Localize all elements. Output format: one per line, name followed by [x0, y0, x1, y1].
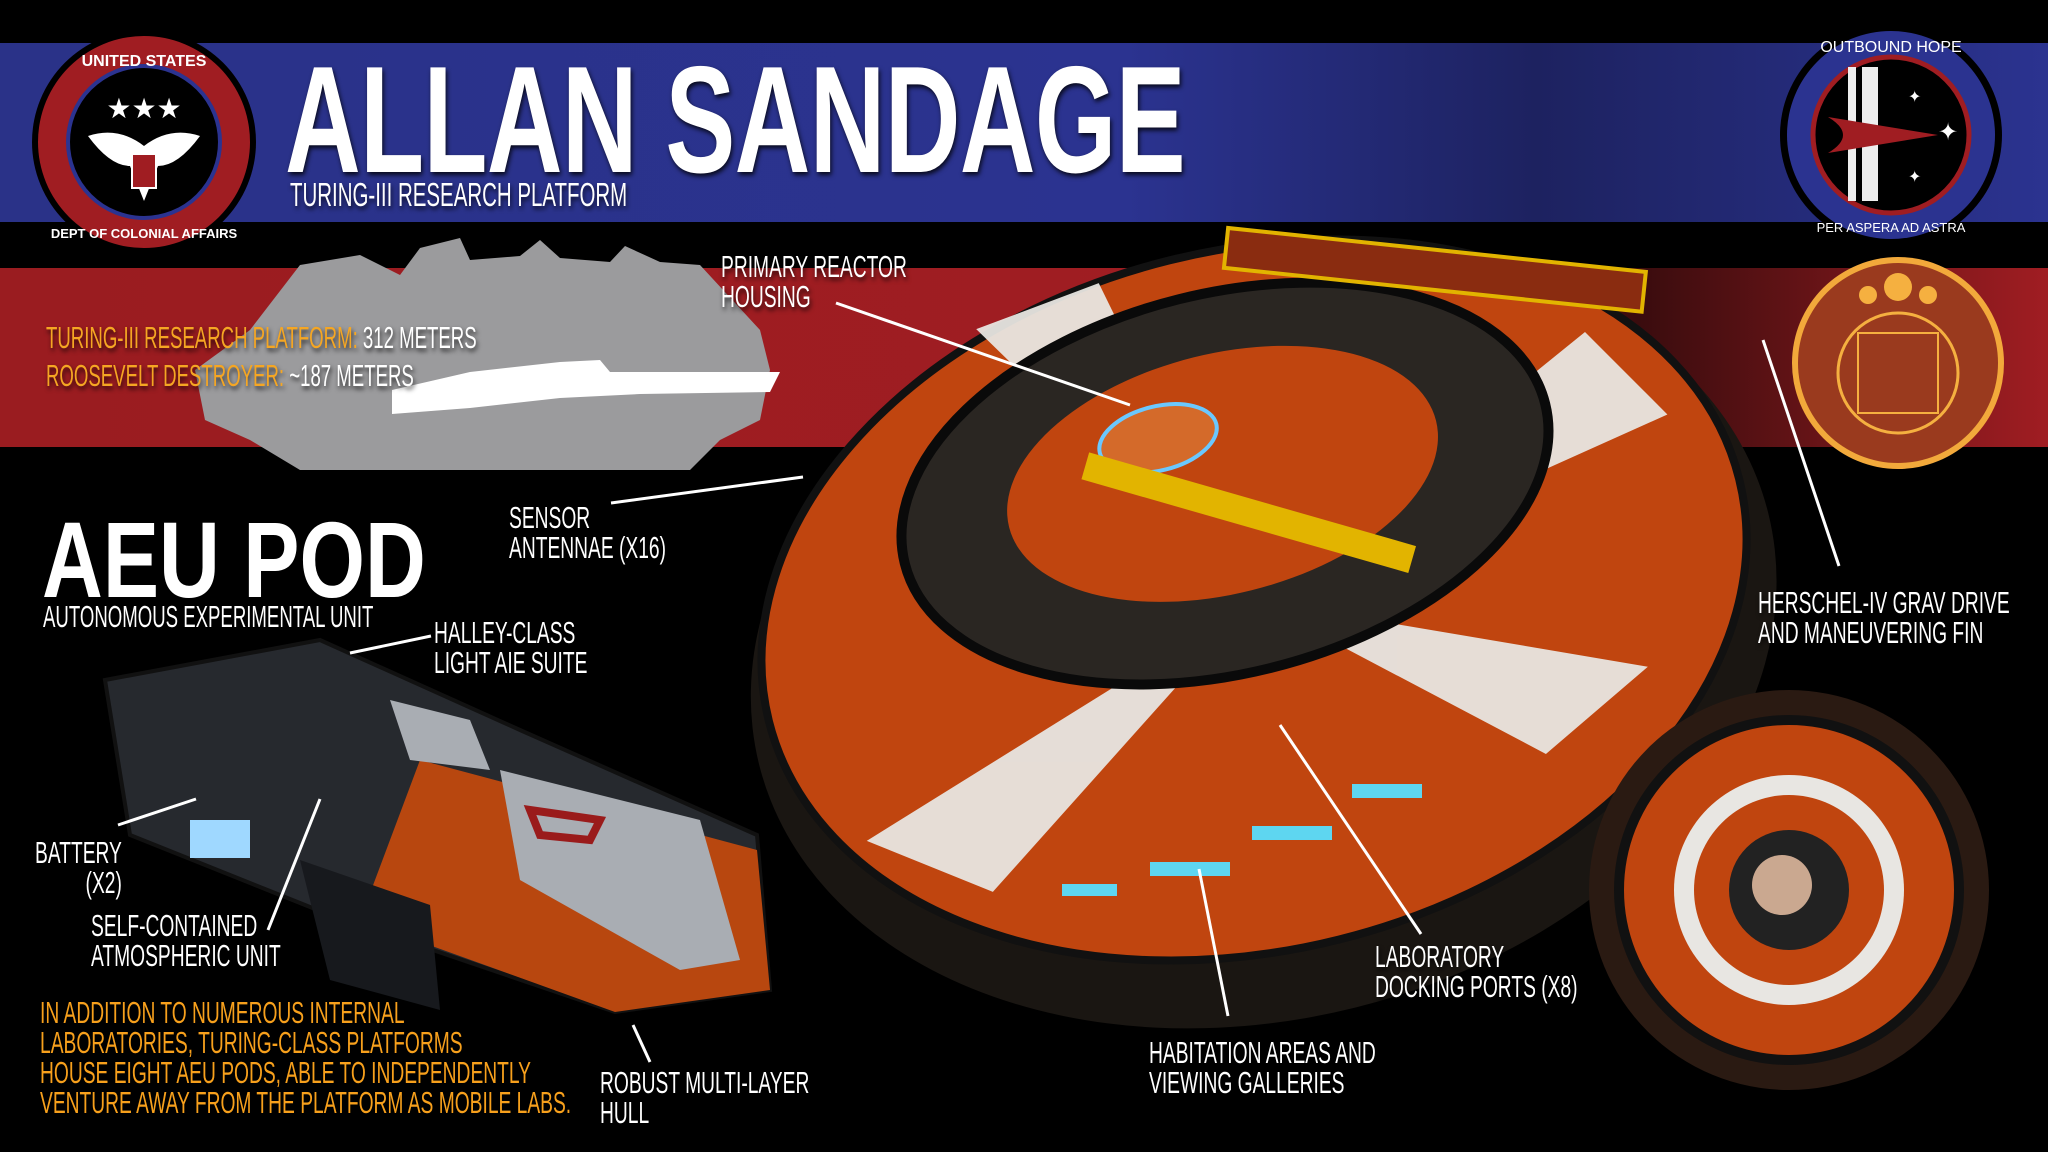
svg-text:UNITED STATES: UNITED STATES — [82, 53, 207, 70]
vitruvian-seal — [1792, 257, 2004, 469]
reactor-core — [1097, 402, 1219, 475]
colonial-affairs-seal: UNITED STATES DEPT OF COLONIAL AFFAIRS ★… — [32, 30, 256, 254]
comparison-label: TURING-III RESEARCH PLATFORM: — [46, 320, 358, 355]
svg-text:DEPT OF COLONIAL AFFAIRS: DEPT OF COLONIAL AFFAIRS — [51, 226, 238, 241]
svg-text:✦: ✦ — [1908, 167, 1921, 186]
callout-line: LIGHT AIE SUITE — [434, 645, 588, 680]
callout-line: ROBUST MULTI-LAYER — [600, 1065, 810, 1100]
page-title: ALLAN SANDAGE — [285, 35, 1186, 205]
callout-line: LABORATORIES, TURING-CLASS PLATFORMS — [40, 1025, 463, 1060]
svg-text:✦: ✦ — [1908, 87, 1921, 106]
svg-text:★★★: ★★★ — [106, 92, 181, 125]
callout-line: BATTERY — [35, 835, 122, 870]
aeu-pod — [102, 637, 773, 1015]
leader-lines — [117, 301, 1841, 1063]
callout-line: HABITATION AREAS AND — [1149, 1035, 1376, 1070]
callout-line: ATMOSPHERIC UNIT — [91, 938, 281, 973]
pod-subtitle: AUTONOMOUS EXPERIMENTAL UNIT — [43, 599, 374, 634]
comparison-platform: TURING-III RESEARCH PLATFORM: 312 METERS — [46, 322, 477, 353]
svg-text:OUTBOUND HOPE: OUTBOUND HOPE — [1820, 39, 1961, 56]
callout-line: PRIMARY REACTOR — [721, 249, 907, 284]
svg-text:✦: ✦ — [1938, 118, 1958, 146]
callout-line: HERSCHEL-IV GRAV DRIVE — [1758, 585, 2010, 620]
platform-silhouette — [195, 238, 770, 470]
callout-line: HALLEY-CLASS — [434, 615, 576, 650]
outbound-hope-seal: ✦ ✦ ✦ OUTBOUND HOPE PER ASPERA AD ASTRA — [1780, 24, 2002, 246]
callout-line: VENTURE AWAY FROM THE PLATFORM AS MOBILE… — [40, 1085, 572, 1120]
callout-line: SENSOR — [509, 500, 591, 535]
pod-title: AEU POD — [42, 499, 426, 620]
comparison-value: 312 METERS — [362, 320, 477, 355]
destroyer-silhouette — [392, 360, 780, 414]
blue-header-band — [0, 43, 2048, 222]
comparison-label: ROOSEVELT DESTROYER: — [46, 358, 285, 393]
callout-line: LABORATORY — [1375, 939, 1505, 974]
callout-line: (X2) — [85, 865, 122, 900]
callout-line: HULL — [600, 1095, 650, 1130]
page-subtitle: TURING-III RESEARCH PLATFORM — [290, 176, 628, 213]
callout-line: SELF-CONTAINED — [91, 908, 258, 943]
callout-line: VIEWING GALLERIES — [1149, 1065, 1345, 1100]
callout-line: IN ADDITION TO NUMEROUS INTERNAL — [40, 995, 405, 1030]
comparison-value: ~187 METERS — [289, 358, 414, 393]
callout-line: HOUSE EIGHT AEU PODS, ABLE TO INDEPENDEN… — [40, 1055, 531, 1090]
platform-top-view — [1589, 690, 1989, 1090]
callout-line: ANTENNAE (X16) — [509, 530, 667, 565]
callout-line: AND MANEUVERING FIN — [1758, 615, 1984, 650]
callout-line: DOCKING PORTS (X8) — [1375, 969, 1578, 1004]
callout-line: HOUSING — [721, 279, 811, 314]
viewing-gallery-windows — [1062, 784, 1422, 896]
svg-text:PER ASPERA AD ASTRA: PER ASPERA AD ASTRA — [1817, 220, 1966, 235]
callout-battery: BATTERY(X2) — [35, 835, 122, 900]
comparison-destroyer: ROOSEVELT DESTROYER: ~187 METERS — [46, 360, 414, 391]
